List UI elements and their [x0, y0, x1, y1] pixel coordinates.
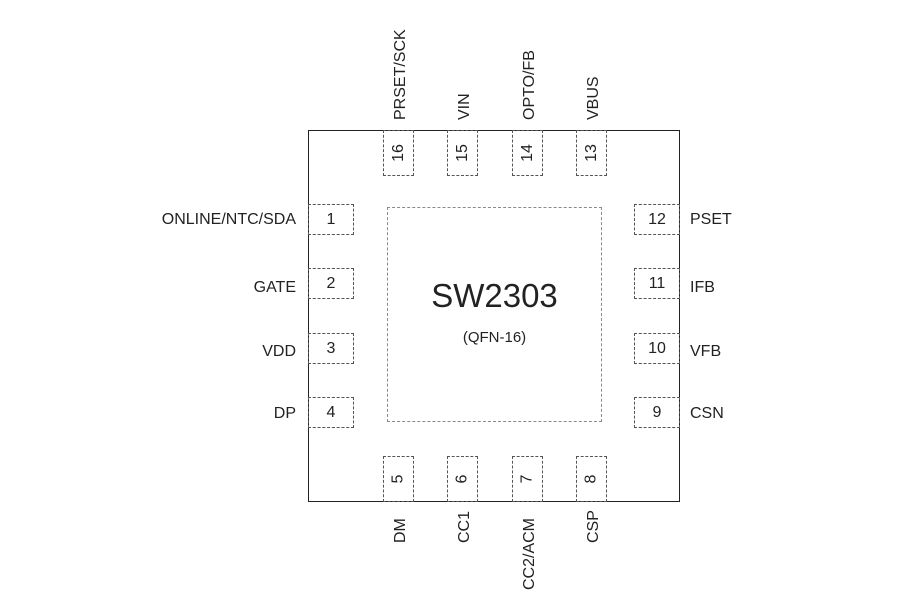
pin-15-label: VIN — [456, 93, 473, 120]
pin-3-pad: 3 — [308, 333, 354, 364]
pin-7-number: 7 — [518, 474, 536, 484]
pin-15-pad: 15 — [447, 130, 478, 176]
pin-12-pad: 12 — [634, 204, 680, 235]
package-type: (QFN-16) — [462, 329, 527, 346]
pin-8-label: CSP — [585, 510, 602, 543]
pin-9-pad: 9 — [634, 397, 680, 428]
pin-8-pad: 8 — [576, 456, 607, 502]
pin-3-label: VDD — [262, 343, 296, 360]
pin-4-label: DP — [273, 405, 296, 422]
pin-2-number: 2 — [326, 274, 336, 292]
pin-3-number: 3 — [326, 339, 336, 357]
pin-1-pad: 1 — [308, 204, 354, 235]
pin-1-number: 1 — [326, 210, 336, 228]
pin-16-pad: 16 — [383, 130, 414, 176]
pin-14-label: OPTO/FB — [521, 50, 538, 120]
package-outline — [308, 130, 680, 502]
pin-10-label: VFB — [690, 343, 722, 360]
pin-13-pad: 13 — [576, 130, 607, 176]
pin-6-number: 6 — [453, 474, 471, 484]
pin-11-label: IFB — [690, 279, 715, 296]
pin-11-number: 11 — [648, 274, 666, 292]
pin-16-label: PRSET/SCK — [392, 29, 409, 120]
part-number: SW2303 — [431, 277, 558, 314]
pin-6-label: CC1 — [456, 510, 473, 543]
pin-4-pad: 4 — [308, 397, 354, 428]
pin-2-label: GATE — [253, 279, 296, 296]
pin-4-number: 4 — [326, 403, 336, 421]
pin-6-pad: 6 — [447, 456, 478, 502]
pin-9-number: 9 — [652, 403, 662, 421]
pin-7-pad: 7 — [512, 456, 543, 502]
pin-14-pad: 14 — [512, 130, 543, 176]
pin-15-number: 15 — [453, 144, 471, 162]
exposed-thermal-pad — [387, 207, 602, 422]
pin-5-label: DM — [392, 518, 409, 543]
pin-12-label: PSET — [690, 211, 732, 228]
pin-12-number: 12 — [648, 210, 666, 228]
pin-5-number: 5 — [389, 474, 407, 484]
pin-2-pad: 2 — [308, 268, 354, 299]
pin-8-number: 8 — [582, 474, 600, 484]
pin-1-label: ONLINE/NTC/SDA — [161, 211, 296, 228]
pin-14-number: 14 — [518, 144, 536, 162]
pin-10-pad: 10 — [634, 333, 680, 364]
pin-11-pad: 11 — [634, 268, 680, 299]
pin-16-number: 16 — [389, 144, 407, 162]
pin-7-label: CC2/ACM — [521, 517, 538, 590]
pin-13-label: VBUS — [585, 76, 602, 120]
pin-10-number: 10 — [648, 339, 666, 357]
pin-13-number: 13 — [582, 144, 600, 162]
pin-5-pad: 5 — [383, 456, 414, 502]
pin-9-label: CSN — [690, 405, 724, 422]
